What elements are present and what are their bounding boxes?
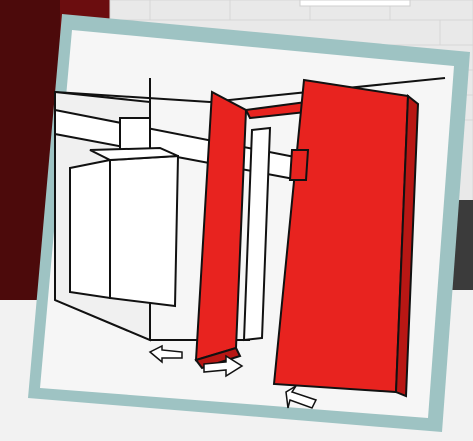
white-box-unit [70,148,178,306]
